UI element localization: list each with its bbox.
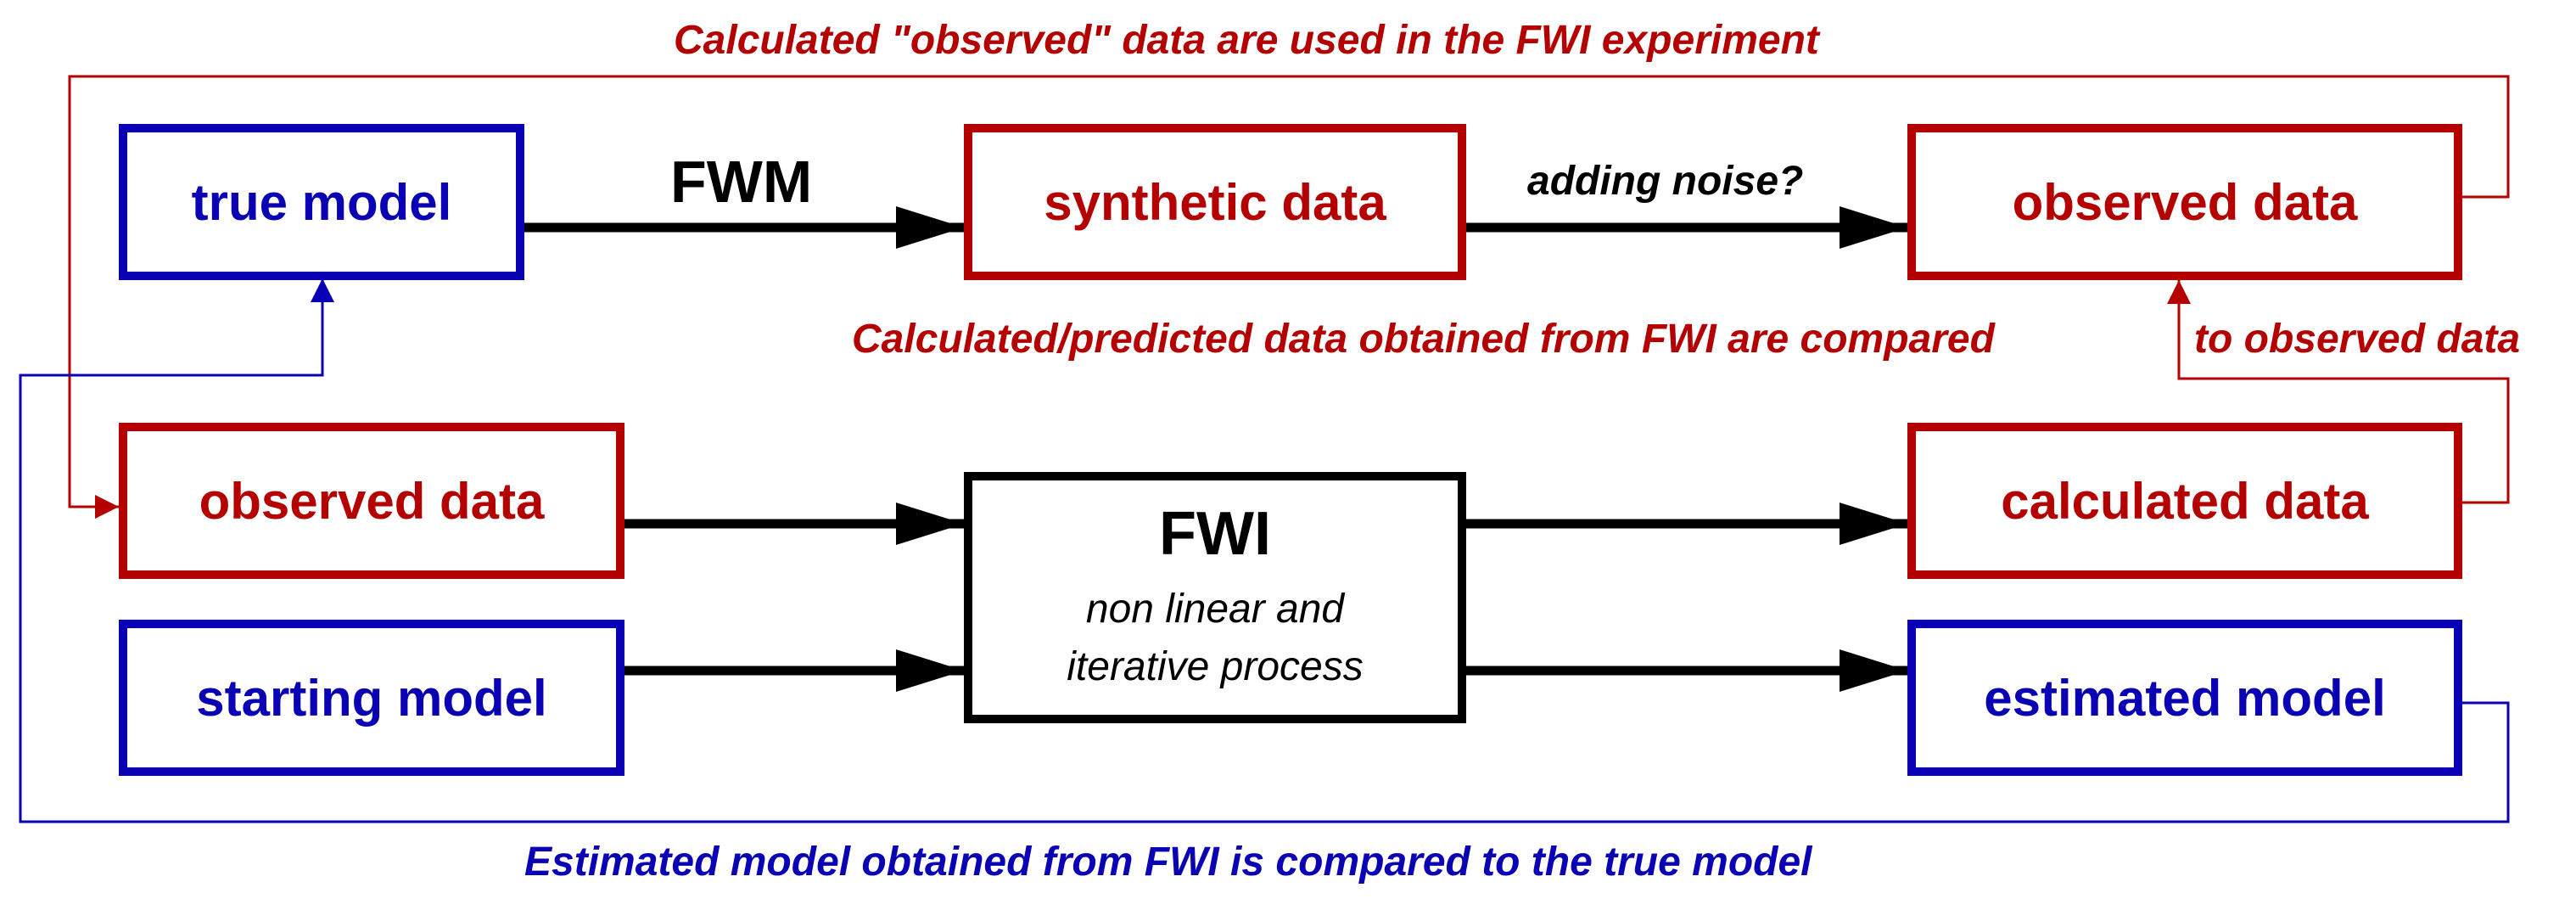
top-caption: Calculated "observed" data are used in t… [674,18,1819,63]
true-model-label: true model [191,173,452,231]
bottom-caption: Estimated model obtained from FWI is com… [524,840,1812,885]
synthetic-data-label: synthetic data [1044,173,1386,231]
observed-data-input-label: observed data [199,472,545,530]
fwi-title: FWI [1159,500,1271,568]
compare-caption-right: to observed data [2194,317,2521,362]
estimated-model-box: estimated model [1907,620,2462,776]
adding-noise-label: adding noise? [1527,159,1804,204]
estimated-model-label: estimated model [1984,669,2386,727]
fwm-label: FWM [670,149,813,215]
fwi-subtitle-line-2: iterative process [1067,644,1364,689]
observed-data-top-label: observed data [2012,173,2358,231]
observed-data-input-box: observed data [119,423,624,579]
fwi-box: FWI non linear and iterative process [964,472,1466,723]
starting-model-label: starting model [196,669,547,727]
compare-caption-left: Calculated/predicted data obtained from … [852,317,1995,362]
true-model-box: true model [119,124,524,280]
loop-estimated-to-true [19,278,2510,823]
fwi-subtitle-line-1: non linear and [1085,587,1345,632]
loop-calculated-to-observed [2167,280,2510,504]
calculated-data-label: calculated data [2001,472,2369,530]
loop-observed-to-input [68,75,2510,519]
observed-data-top-box: observed data [1907,124,2462,280]
calculated-data-box: calculated data [1907,423,2462,579]
starting-model-box: starting model [119,620,624,776]
synthetic-data-box: synthetic data [964,124,1466,280]
